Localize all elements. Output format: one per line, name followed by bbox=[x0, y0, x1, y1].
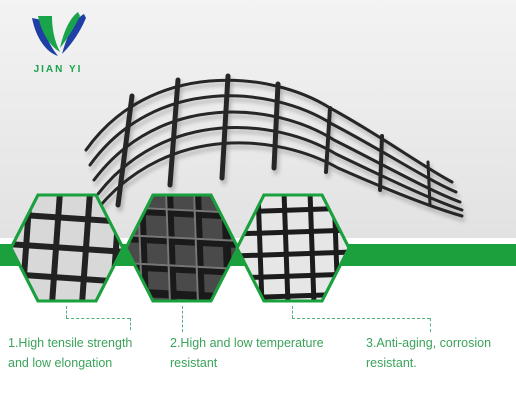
feature-3-line-1: 3.Anti-aging, corrosion bbox=[366, 336, 492, 350]
geogrid-arch-icon bbox=[84, 73, 464, 218]
leader-line-3 bbox=[292, 306, 293, 318]
feature-1-line-2: and low elongation bbox=[8, 356, 113, 370]
feature-3-line-2: resistant. bbox=[366, 356, 417, 370]
feature-2-line-1: 2.High and low temperature bbox=[170, 336, 324, 350]
leader-line-2 bbox=[182, 306, 183, 332]
feature-caption-1: 1.High tensile strength and low elongati… bbox=[8, 333, 132, 373]
detail-hexagon-1 bbox=[9, 193, 125, 303]
brand-name: JIAN YI bbox=[33, 64, 83, 75]
jianyi-logo-icon bbox=[32, 12, 86, 56]
leader-line-1-v2 bbox=[130, 318, 131, 330]
detail-hexagon-2 bbox=[124, 193, 240, 303]
leader-line-1 bbox=[66, 306, 67, 318]
brand-logo: JIAN YI bbox=[26, 8, 90, 76]
detail-hexagon-3 bbox=[235, 193, 351, 303]
feature-caption-3: 3.Anti-aging, corrosion resistant. bbox=[366, 333, 491, 373]
feature-1-line-1: 1.High tensile strength bbox=[8, 336, 133, 350]
feature-2-line-2: resistant bbox=[170, 356, 218, 370]
leader-line-3-v2 bbox=[430, 318, 431, 332]
leader-line-3-h bbox=[292, 318, 430, 319]
feature-caption-2: 2.High and low temperature resistant bbox=[170, 333, 324, 373]
leader-line-1-h bbox=[66, 318, 130, 319]
